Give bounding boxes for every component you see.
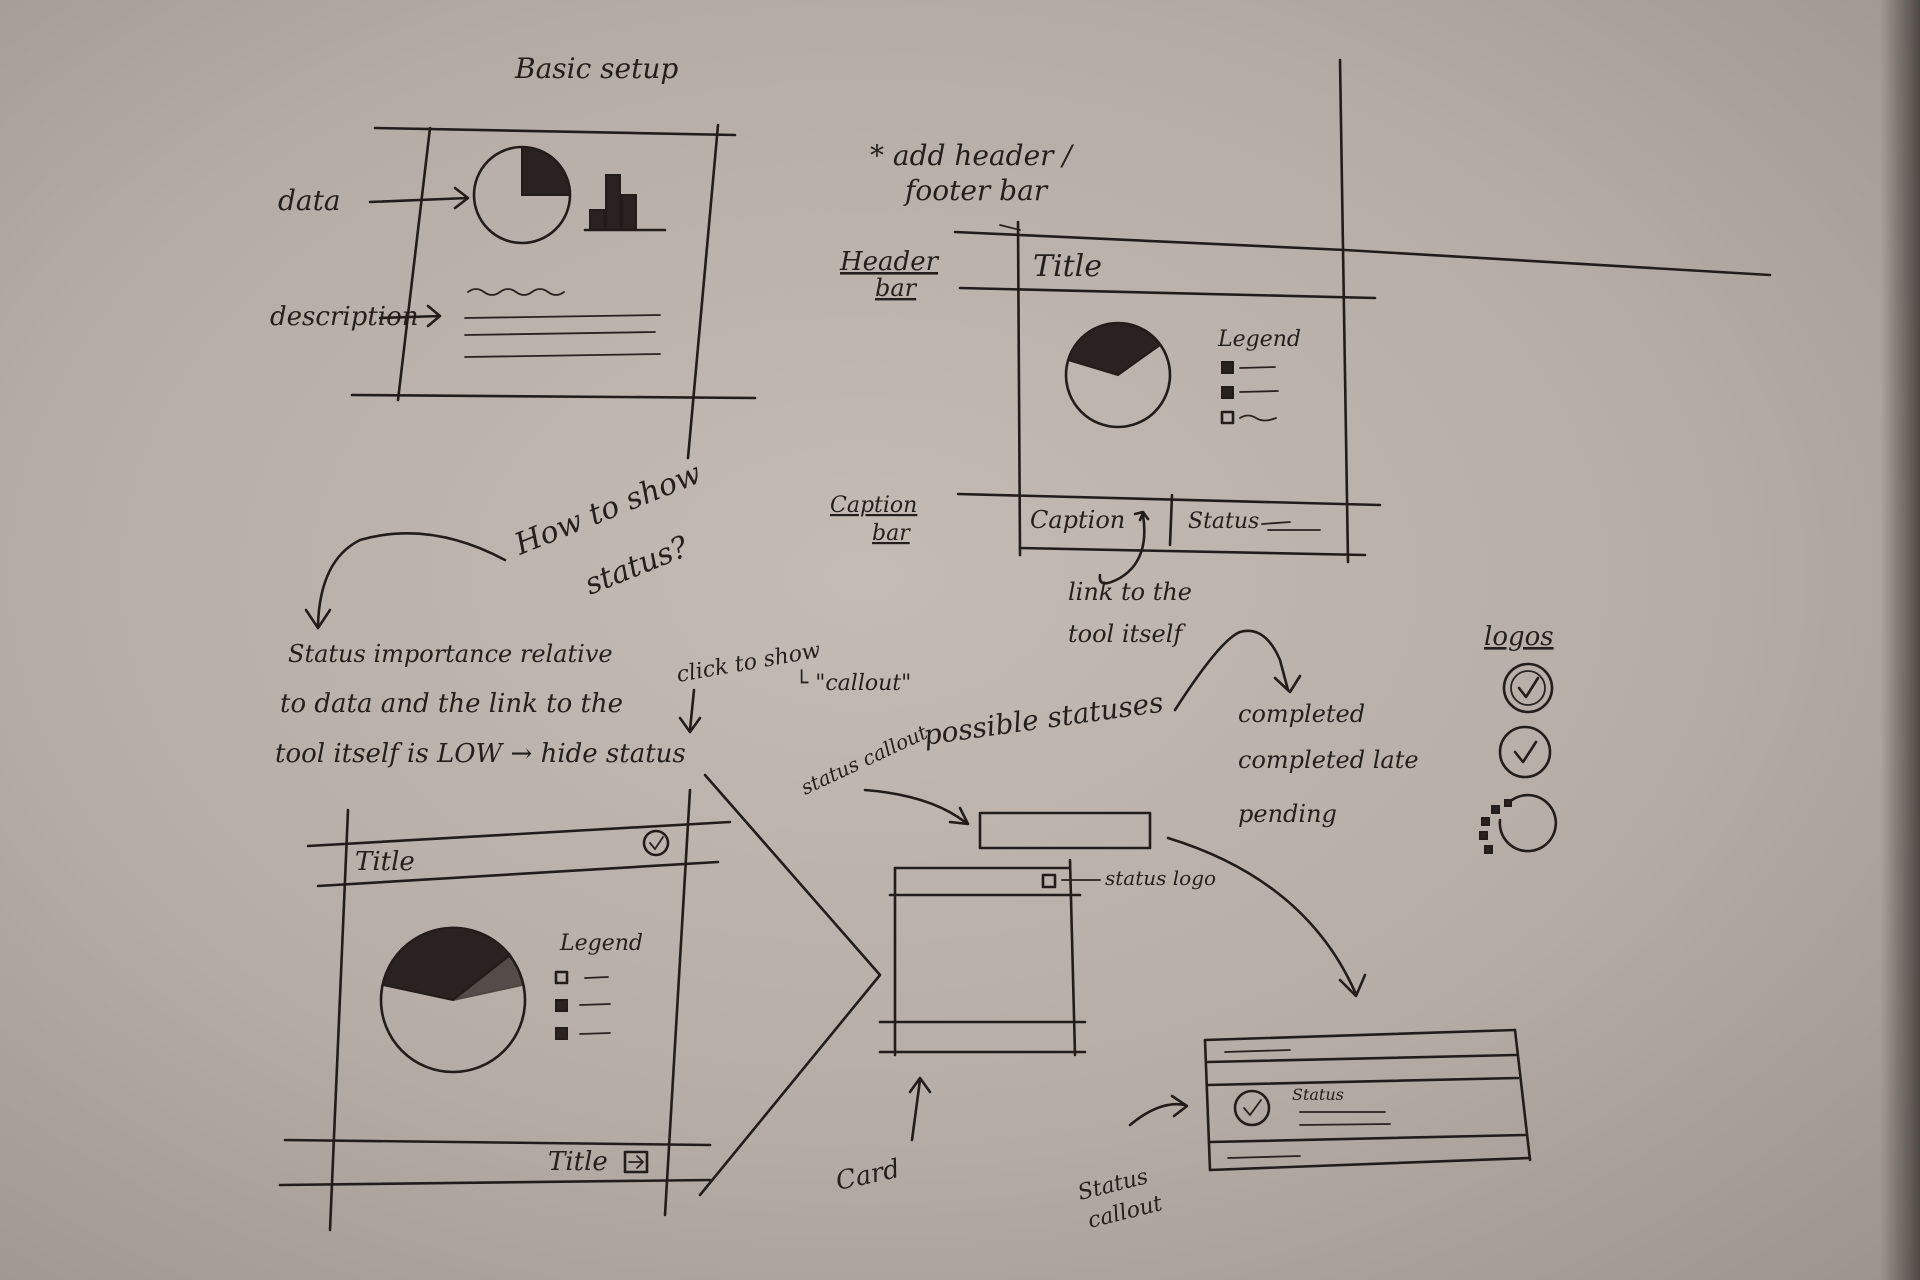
status-check-icon[interactable] — [642, 829, 670, 857]
status-logo-square-icon[interactable] — [1041, 873, 1057, 889]
status-callout-small-box[interactable] — [978, 811, 1152, 850]
status-callout-arrow — [863, 788, 970, 826]
legend-swatch — [555, 1027, 568, 1040]
to-callout-arrow — [1166, 836, 1367, 998]
legend-swatch — [1220, 410, 1235, 425]
hidden-mockup-title: Title — [355, 847, 415, 877]
legend-swatch — [1221, 386, 1234, 399]
header-bar-label-1: Header — [839, 247, 940, 277]
basic-setup-frame — [350, 123, 757, 460]
basic-bar-chart-icon — [583, 174, 667, 232]
caption-mockup-text: Caption — [1030, 506, 1125, 534]
header-mockup-title: Title — [1033, 249, 1102, 284]
importance-note-3: tool itself is LOW → hide status — [275, 739, 686, 769]
header-mockup-legend-title: Legend — [1217, 327, 1301, 352]
arrow-box-icon[interactable] — [623, 1150, 649, 1174]
link-tool-note-2: tool itself — [1068, 620, 1186, 648]
header-footer-mockup: Title Legend Caption Status — [953, 58, 1772, 585]
caption-bar-label-2: bar — [872, 521, 911, 546]
pending-spinner-icon — [1479, 793, 1558, 854]
card-arrow — [908, 1076, 932, 1142]
legend-swatch — [554, 970, 569, 985]
how-to-show-note-2: status? — [580, 529, 694, 602]
data-label: data — [278, 184, 341, 217]
importance-note-2: to data and the link to the — [280, 689, 623, 719]
paper-edge-shadow — [1880, 0, 1920, 1280]
header-bar-label-2: bar — [875, 274, 918, 302]
status-completed-late: completed late — [1238, 746, 1419, 774]
possible-statuses-arrow — [1173, 629, 1302, 712]
caption-link-arrow — [1133, 510, 1150, 522]
logos-label: logos — [1484, 622, 1554, 652]
caption-bar-label-1: Caption — [830, 493, 917, 518]
caption-link-curve — [1098, 513, 1146, 585]
hidden-status-mockup: Title Legend Title — [278, 788, 732, 1232]
status-pending: pending — [1238, 800, 1337, 828]
status-completed: completed — [1238, 700, 1365, 728]
callout-status-text: Status — [1292, 1085, 1344, 1104]
possible-statuses-note: possible statuses — [921, 686, 1165, 752]
status-callout-pointer — [1128, 1094, 1189, 1127]
status-logo-label: status logo — [1105, 866, 1216, 890]
hidden-mockup-legend-title: Legend — [559, 931, 643, 956]
importance-note-1: Status importance relative — [288, 640, 613, 668]
status-callout-box: Status — [1203, 1028, 1532, 1172]
basic-setup-label: Basic setup — [514, 52, 678, 85]
callout-check-icon — [1233, 1089, 1271, 1127]
click-to-show-arrow — [678, 688, 702, 734]
description-arrow — [378, 304, 442, 328]
legend-swatch — [555, 999, 568, 1012]
status-mockup-text: Status — [1188, 509, 1259, 534]
card-mockup — [878, 858, 1087, 1057]
status-callout-arrow-label: status callout — [797, 720, 932, 800]
add-header-footer-note-1: * add header / — [870, 139, 1074, 172]
how-to-show-arrow — [304, 532, 507, 630]
legend-swatch — [1221, 361, 1234, 374]
callout-quote-note: └ "callout" — [795, 669, 911, 696]
link-tool-note-1: link to the — [1068, 578, 1192, 606]
completed-late-check-icon — [1498, 725, 1552, 779]
transition-chevron — [698, 773, 882, 1197]
hidden-mockup-footer-title: Title — [548, 1147, 608, 1177]
add-header-footer-note-2: footer bar — [903, 174, 1049, 207]
completed-check-icon — [1502, 662, 1554, 714]
card-label: Card — [833, 1154, 902, 1197]
data-arrow — [368, 186, 470, 210]
